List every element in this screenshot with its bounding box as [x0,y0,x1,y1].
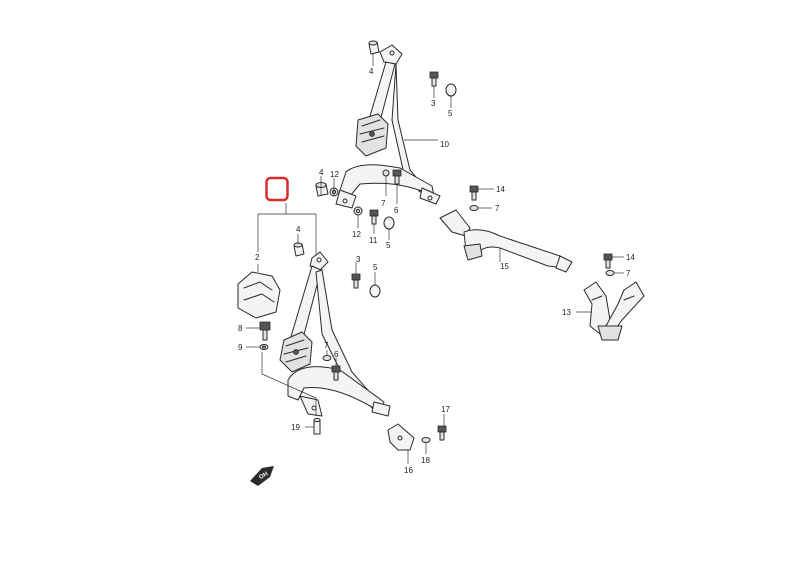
callout-5-lower[interactable]: 5 [373,263,378,272]
washer-part-7-top [469,205,479,211]
cap-part-5-lower [369,284,381,298]
bolt-part-14-top [469,185,479,201]
upper-seat-belt-assembly [335,44,441,209]
callout-10[interactable]: 10 [440,140,449,149]
callout-7-right[interactable]: 7 [626,269,631,278]
leader-lines [246,54,624,464]
callout-14-right[interactable]: 14 [626,253,635,262]
callout-7-lower[interactable]: 7 [324,341,329,350]
bolt-part-14-right [603,253,613,269]
callout-9[interactable]: 9 [238,343,243,352]
callout-numbers: 4 3 5 10 4 12 7 6 12 11 5 14 7 15 14 7 1… [238,67,635,475]
callout-4-top[interactable]: 4 [369,67,374,76]
washer-part-7-right [605,270,615,276]
lower-small-parts [322,355,341,381]
callout-6-mid[interactable]: 6 [394,206,399,215]
spacer-part-4-top [368,40,380,55]
callout-19[interactable]: 19 [291,423,300,432]
callout-18[interactable]: 18 [421,456,430,465]
center-belt-part-15 [439,209,573,273]
washer-part-9 [259,344,269,350]
callout-6-lower[interactable]: 6 [334,350,339,359]
bolt-part-3-lower [351,273,361,289]
callout-3-lower[interactable]: 3 [356,255,361,264]
callout-7-top[interactable]: 7 [495,204,500,213]
callout-1[interactable] [257,176,317,256]
arrow-label: OH [258,471,269,481]
bolt-part-8 [259,321,271,341]
callout-14-top[interactable]: 14 [496,185,505,194]
collar-part-19 [313,417,321,435]
callout-5-mid[interactable]: 5 [386,241,391,250]
callout-11[interactable]: 11 [369,236,378,245]
anchor-part-16 [387,423,415,451]
bolt-part-3-top [429,71,439,87]
spacer-part-4-lower [293,242,305,257]
callout-7-mid[interactable]: 7 [381,199,386,208]
bolt-part-17 [437,425,447,441]
callout-2[interactable]: 2 [255,253,260,262]
cover-part-2 [237,271,281,319]
lower-seat-belt-assembly [279,251,391,417]
cap-part-5-top [445,83,457,97]
callout-12-low[interactable]: 12 [352,230,361,239]
callout-15[interactable]: 15 [500,262,509,271]
buckle-assembly-part-13 [583,281,645,341]
callout-8[interactable]: 8 [238,324,243,333]
arrow-left-icon [250,466,274,486]
callout-13[interactable]: 13 [562,308,571,317]
callout-12-mid[interactable]: 12 [330,170,339,179]
front-direction-arrow: OH [250,466,274,486]
callout-4-lower[interactable]: 4 [296,225,301,234]
callout-17[interactable]: 17 [441,405,450,414]
selected-part-highlight [265,176,289,202]
callout-3-top[interactable]: 3 [431,99,436,108]
callout-4-mid[interactable]: 4 [319,168,324,177]
callout-5-top[interactable]: 5 [448,109,453,118]
callout-16[interactable]: 16 [404,466,413,475]
washer-part-18 [421,437,431,443]
